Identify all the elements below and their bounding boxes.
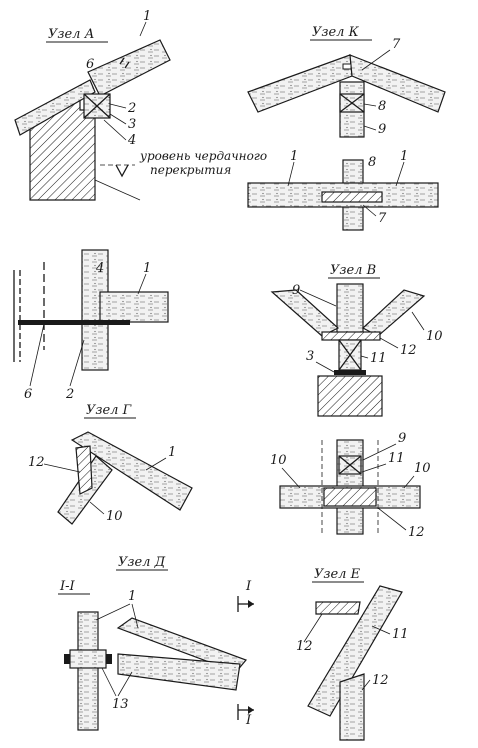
node-e-title: Узел Е bbox=[314, 567, 361, 582]
node-d: Узел Д I-I I I 1 13 bbox=[58, 555, 254, 731]
node-b-label-10-left: 10 bbox=[270, 453, 287, 468]
node-a-roof-slab-left bbox=[14, 79, 96, 136]
node-a-note-line2: перекрытия bbox=[150, 163, 231, 177]
node-g-rafter bbox=[70, 431, 193, 511]
node-a-label-4: 4 bbox=[127, 133, 136, 148]
node-k-label-8-top: 8 bbox=[378, 99, 386, 114]
node-v-plate bbox=[321, 331, 381, 341]
node-d-title: Узел Д bbox=[118, 555, 166, 570]
node-a-title: Узел А bbox=[48, 27, 94, 42]
node-a-label-2: 2 bbox=[127, 101, 136, 116]
node-d-rafter-lower bbox=[117, 653, 241, 691]
node-b-plan: 9 10 11 10 12 bbox=[270, 431, 431, 540]
node-e: Узел Е 12 11 12 bbox=[296, 567, 409, 741]
section-post bbox=[77, 611, 99, 731]
node-a: Узел А уровень чердачного перекрытия 1 6… bbox=[14, 9, 267, 201]
section-title: I-I bbox=[59, 579, 76, 594]
node-v-label-3: 3 bbox=[306, 349, 314, 364]
node-b-label-11: 11 bbox=[388, 451, 405, 466]
node-d-label-1: 1 bbox=[128, 589, 136, 604]
section-bolt-assembly bbox=[69, 649, 107, 669]
node-e-post bbox=[339, 673, 365, 741]
node-d-rafter-upper bbox=[116, 617, 248, 673]
node-b-plan-plate bbox=[323, 487, 377, 507]
node-wall-label-6: 6 bbox=[24, 387, 32, 402]
node-wall-label-4: 4 bbox=[95, 261, 104, 276]
node-a-label-1: 1 bbox=[143, 9, 151, 24]
node-v-label-9: 9 bbox=[292, 283, 300, 298]
node-k-label-8-bottom: 8 bbox=[368, 155, 376, 170]
node-b-label-9: 9 bbox=[398, 431, 406, 446]
node-k-rafter-left bbox=[247, 54, 353, 113]
node-e-label-12-bottom: 12 bbox=[372, 673, 389, 688]
node-wall-label-2: 2 bbox=[65, 387, 74, 402]
node-k-label-7-top: 7 bbox=[392, 37, 401, 52]
node-g-label-1: 1 bbox=[168, 445, 176, 460]
node-e-label-11: 11 bbox=[392, 627, 409, 642]
node-v: Узел В 9 10 12 3 11 bbox=[270, 263, 443, 417]
cut-mark-top: I bbox=[245, 579, 252, 594]
node-v-label-11: 11 bbox=[370, 351, 387, 366]
cut-mark-bottom: I bbox=[245, 713, 252, 728]
node-wall-section-rafter bbox=[99, 291, 169, 323]
node-v-title: Узел В bbox=[330, 263, 376, 278]
node-g-label-12: 12 bbox=[28, 455, 45, 470]
node-k: Узел К 7 8 9 1 8 1 7 bbox=[247, 25, 446, 231]
node-a-note-line1: уровень чердачного bbox=[139, 149, 267, 163]
node-e-rafter bbox=[307, 585, 403, 717]
node-wall-section-bolt bbox=[18, 320, 130, 325]
node-a-label-6: 6 bbox=[86, 57, 94, 72]
node-k-label-7-bottom: 7 bbox=[378, 211, 387, 226]
node-e-label-12-top: 12 bbox=[296, 639, 313, 654]
node-g: Узел Г 12 1 10 bbox=[28, 403, 193, 525]
node-wall-label-1: 1 bbox=[143, 261, 151, 276]
node-v-base bbox=[317, 375, 383, 417]
node-v-label-10: 10 bbox=[426, 329, 443, 344]
node-v-label-12: 12 bbox=[400, 343, 417, 358]
node-a-rafter bbox=[87, 39, 171, 97]
node-g-title: Узел Г bbox=[86, 403, 132, 418]
node-v-post bbox=[336, 283, 364, 337]
node-e-plate-top bbox=[315, 601, 361, 615]
node-k-label-1-right: 1 bbox=[400, 149, 408, 164]
node-g-plate bbox=[75, 445, 93, 495]
node-a-level-marker bbox=[115, 164, 129, 178]
node-k-label-9: 9 bbox=[378, 122, 386, 137]
node-a-label-3: 3 bbox=[128, 117, 136, 132]
node-k-label-1-left: 1 bbox=[290, 149, 298, 164]
node-g-label-10: 10 bbox=[106, 509, 123, 524]
node-b-label-10-right: 10 bbox=[414, 461, 431, 476]
node-v-strut-right bbox=[361, 289, 426, 337]
node-k-plan-bracket bbox=[321, 191, 383, 203]
node-v-strut-left bbox=[270, 289, 340, 337]
node-d-label-13: 13 bbox=[112, 697, 129, 712]
node-k-title: Узел К bbox=[312, 25, 360, 40]
node-wall-section: 4 1 6 2 bbox=[13, 249, 169, 402]
node-b-label-12: 12 bbox=[408, 525, 425, 540]
